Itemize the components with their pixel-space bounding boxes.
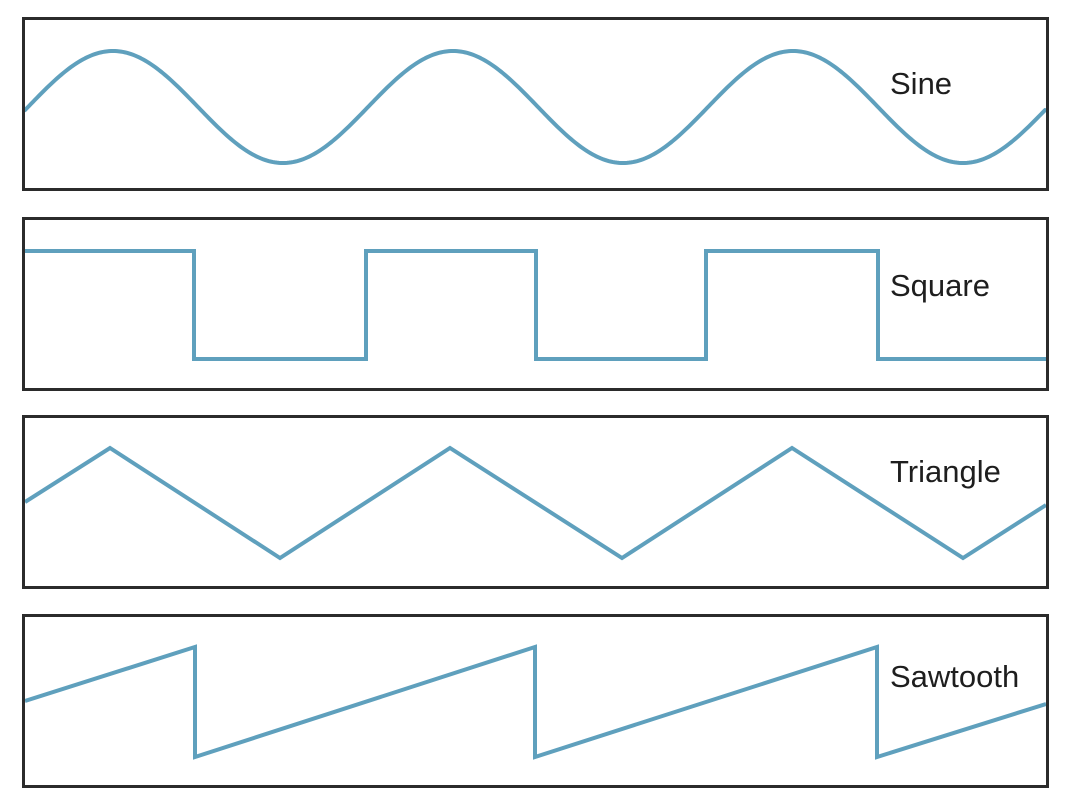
sawtooth-wave-panel: Sawtooth	[22, 614, 1049, 788]
sawtooth-label: Sawtooth	[890, 659, 1020, 694]
triangle-label: Triangle	[890, 454, 1001, 489]
square-label: Square	[890, 268, 990, 303]
triangle-wave-panel: Triangle	[22, 415, 1049, 589]
sine-wave-line	[25, 49, 1046, 165]
sawtooth-wave-line	[25, 644, 1046, 760]
triangle-wave-line	[25, 445, 1046, 561]
sine-wave-panel: Sine	[22, 17, 1049, 191]
square-wave-line	[25, 249, 1046, 361]
triangle-wave-graph	[25, 445, 1046, 561]
square-wave-panel: Square	[22, 217, 1049, 391]
square-wave-graph	[25, 249, 1046, 361]
sine-label: Sine	[890, 66, 953, 101]
sine-wave-graph	[25, 49, 1046, 165]
sawtooth-wave-graph	[25, 644, 1046, 760]
